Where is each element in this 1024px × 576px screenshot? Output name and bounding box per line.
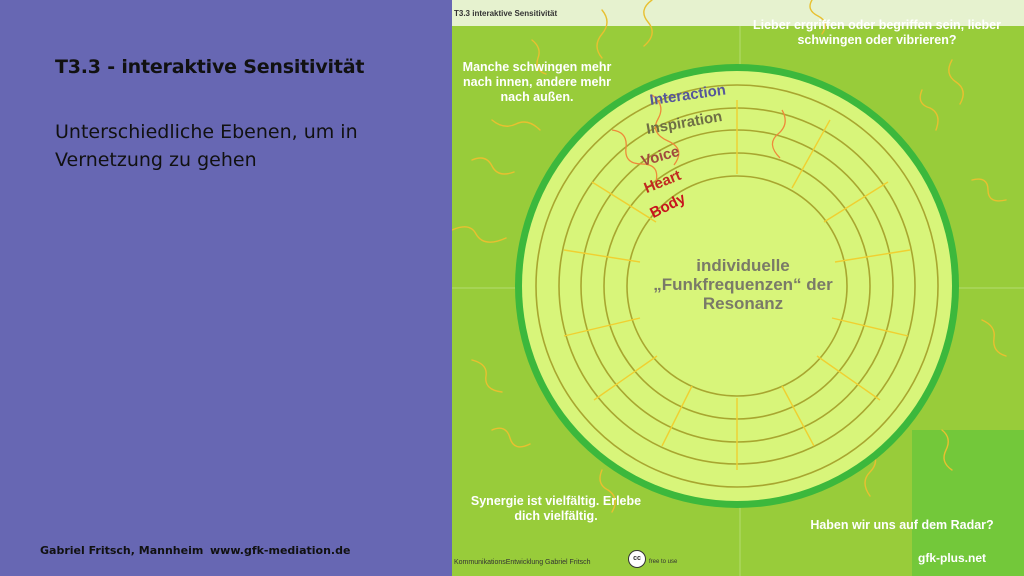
wave-squiggle <box>981 319 1007 357</box>
ray <box>563 317 641 337</box>
wave-squiggle <box>491 427 531 448</box>
ray <box>591 181 657 223</box>
ray <box>781 385 815 447</box>
wave-squiggle <box>471 157 515 175</box>
footer-url-link[interactable]: www.gfk-mediation.de <box>210 544 351 557</box>
wave-squiggle <box>471 359 503 393</box>
graphic-header: T3.3 interaktive Sensitivität <box>454 9 558 18</box>
corner-glow <box>912 430 1024 576</box>
footer-author: Gabriel Fritsch, Mannheim <box>40 544 204 557</box>
creative-commons-icon: cc <box>628 550 646 568</box>
graphic-header-band <box>452 0 1024 26</box>
slide-text-panel: T3.3 - interaktive Sensitivität Untersch… <box>0 0 452 576</box>
ray <box>593 355 658 401</box>
disc-fill <box>522 71 952 501</box>
ray <box>563 249 641 263</box>
center-text: individuelle „Funkfrequenzen“ der Resona… <box>653 256 833 313</box>
slide-subtitle: Unterschiedliche Ebenen, um in Vernetzun… <box>55 121 358 171</box>
corner-text-bottom-right: Haben wir uns auf dem Radar? <box>810 518 994 532</box>
ray <box>823 181 889 223</box>
corner-text-top-right: Lieber ergriffen oder begriffen sein, li… <box>753 18 1001 47</box>
ray <box>791 119 831 189</box>
ray <box>831 317 909 337</box>
wave-squiggle <box>491 119 541 131</box>
credit-text: KommunikationsEntwicklung Gabriel Fritsc… <box>454 559 591 566</box>
resonance-diagram-svg <box>452 0 1024 576</box>
wave-squiggles <box>452 0 1007 513</box>
ray <box>661 385 693 447</box>
ring-interaction <box>535 84 939 488</box>
wave-squiggle <box>643 0 653 47</box>
wave-squiggle <box>919 89 939 131</box>
corner-text-bottom-left: Synergie ist vielfältig. Erlebe dich vie… <box>470 494 642 523</box>
site-link[interactable]: gfk-plus.net <box>918 551 986 565</box>
resonance-graphic: T3.3 interaktive Sensitivität Manche sch… <box>452 0 1024 576</box>
crossing-wave <box>771 109 786 159</box>
crossing-wave <box>651 94 680 166</box>
ray <box>816 355 881 401</box>
wave-squiggle <box>948 59 964 105</box>
slide-title: T3.3 - interaktive Sensitivität <box>55 56 365 78</box>
corner-text-top-left: Manche schwingen mehr nach innen, andere… <box>462 60 612 104</box>
wave-squiggle <box>971 178 1007 202</box>
ring-body <box>626 175 848 397</box>
wave-squiggle <box>531 39 547 75</box>
wave-squiggle <box>941 429 953 471</box>
wave-squiggle <box>599 469 616 513</box>
wave-squiggle <box>452 226 507 243</box>
ray <box>834 249 911 263</box>
radiating-rays <box>563 100 911 470</box>
cc-note: free to use <box>649 559 678 565</box>
wave-squiggle <box>596 9 608 59</box>
wave-squiggle <box>809 0 826 35</box>
crossing-wave <box>611 129 658 183</box>
crossing-waves <box>611 94 786 183</box>
